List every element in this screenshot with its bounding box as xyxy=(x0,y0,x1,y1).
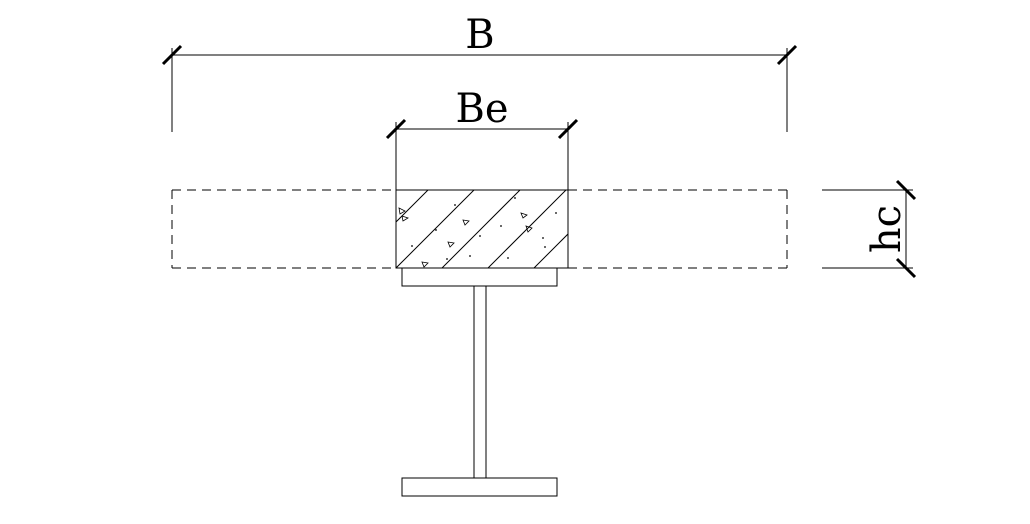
full-slab-outline xyxy=(171,189,788,269)
label-b: B xyxy=(465,12,494,58)
dimension-hc: hc xyxy=(822,179,917,279)
dimension-b: B xyxy=(161,12,798,132)
effective-concrete-slab xyxy=(395,189,569,269)
label-be: Be xyxy=(455,86,508,132)
slab-outline xyxy=(395,189,569,269)
label-hc: hc xyxy=(864,205,910,253)
dimension-be-tick-right xyxy=(557,118,579,140)
dimension-b-tick-left xyxy=(161,44,183,66)
i-beam-top-flange xyxy=(401,267,558,287)
dimension-hc-tick-bottom xyxy=(895,257,917,279)
dimension-be-tick-left xyxy=(385,118,407,140)
dimension-be: Be xyxy=(385,86,579,190)
steel-i-beam xyxy=(401,267,558,497)
dimension-b-tick-right xyxy=(776,44,798,66)
i-beam-web xyxy=(473,285,487,479)
slab-hatch-pattern xyxy=(396,190,568,268)
i-beam-bottom-flange xyxy=(401,477,558,497)
dimension-hc-tick-top xyxy=(895,179,917,201)
